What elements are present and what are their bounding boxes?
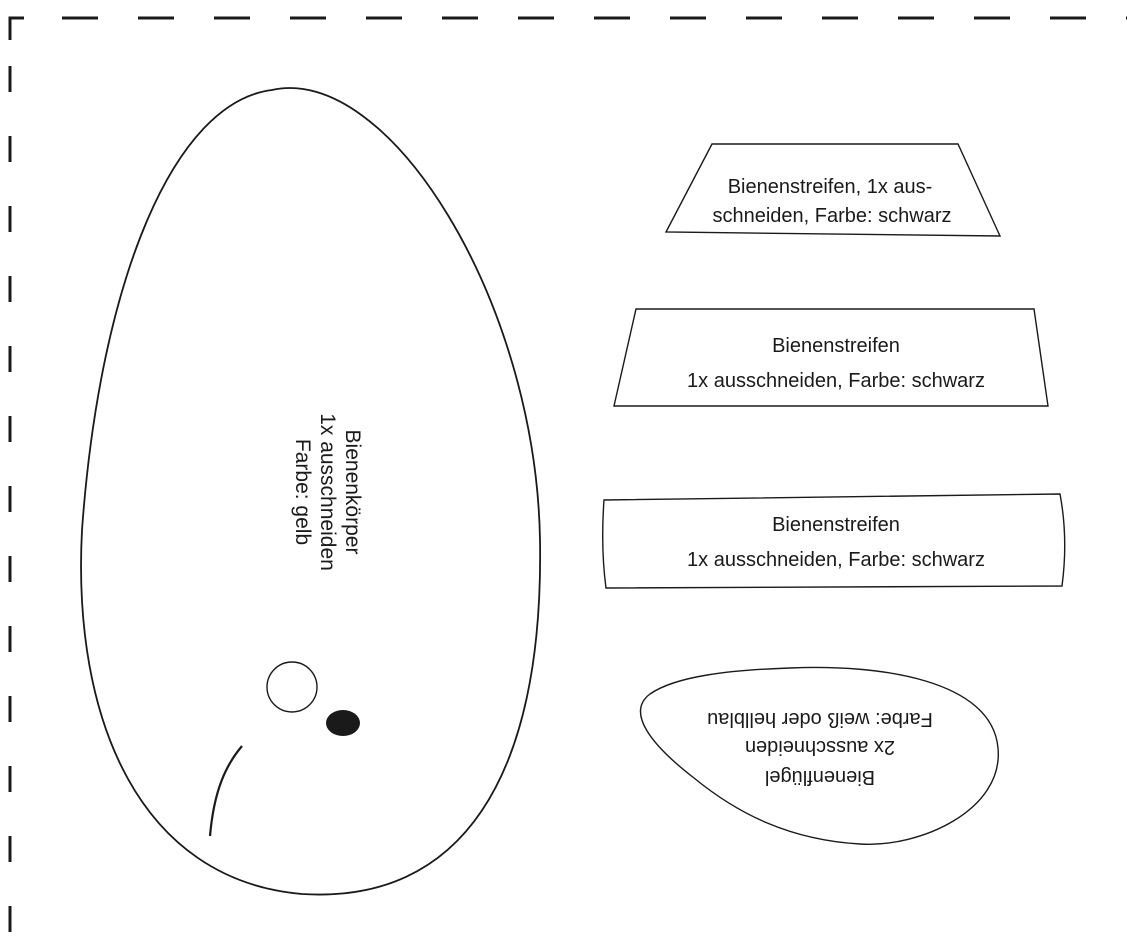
stripe-medium-label-line1: Bienenstreifen (772, 335, 900, 357)
bee-body-piece: Bienenkörper 1x ausschneiden Farbe: gelb (80, 87, 541, 896)
bee-eye-pupil (326, 710, 360, 736)
stripe-medium-piece: Bienenstreifen 1x ausschneiden, Farbe: s… (613, 308, 1049, 407)
stripe-large-outline (601, 493, 1066, 589)
bee-body-outline (80, 87, 541, 896)
stripe-small-label-line1: Bienenstreifen, 1x aus- (728, 176, 933, 198)
stripe-large-label-line1: Bienenstreifen (772, 514, 900, 536)
bee-wing-label: Bienenflügel 2x ausschneiden Farbe: weiß… (707, 708, 933, 788)
bee-mouth-line (208, 745, 243, 837)
stripe-large-piece: Bienenstreifen 1x ausschneiden, Farbe: s… (601, 493, 1066, 589)
bee-wing-label-line2: 2x ausschneiden (745, 736, 895, 758)
stripe-medium-label-line2: 1x ausschneiden, Farbe: schwarz (687, 370, 985, 392)
stripe-small-piece: Bienenstreifen, 1x aus- schneiden, Farbe… (664, 143, 1002, 237)
dashed-cut-border (8, 16, 1127, 947)
stripe-large-label-line2: 1x ausschneiden, Farbe: schwarz (687, 549, 985, 571)
bee-body-label: Bienenkörper 1x ausschneiden Farbe: gelb (291, 413, 364, 571)
border-corner (8, 16, 24, 40)
bee-body-label-line3: Farbe: gelb (291, 439, 314, 545)
bee-eye-white (266, 661, 318, 713)
bee-wing-piece: Bienenflügel 2x ausschneiden Farbe: weiß… (639, 666, 999, 845)
stripe-small-label-line2: schneiden, Farbe: schwarz (712, 205, 951, 227)
bee-wing-outline (639, 666, 999, 845)
stripe-medium-outline (613, 308, 1049, 407)
bee-wing-label-line3: Farbe: weiß oder hellblau (707, 708, 933, 730)
bee-body-label-line2: 1x ausschneiden (316, 413, 339, 571)
bee-body-label-line1: Bienenkörper (341, 430, 364, 555)
bee-wing-label-line1: Bienenflügel (765, 766, 875, 788)
stripe-small-outline (664, 143, 1002, 237)
